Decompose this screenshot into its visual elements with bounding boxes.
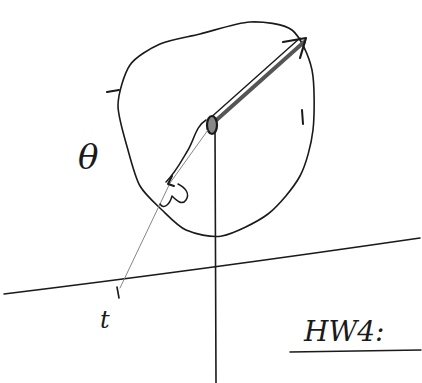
vertical-line [215,128,216,383]
right-tick [302,110,303,124]
arrow-shaft [212,42,304,124]
homework-note: HW4: [304,318,384,346]
left-tick [107,90,119,92]
axis-tick [117,287,119,298]
hw-underline [290,350,421,352]
angle-ray [120,130,208,288]
center-pivot [207,116,217,134]
angle-squiggle [160,184,188,206]
angle-arc [166,120,206,182]
arrow-shaft [208,38,300,120]
arrow-head [283,38,306,58]
time-label: t [100,308,110,332]
angle-symbol: θ [78,140,98,174]
time-axis [4,238,420,294]
